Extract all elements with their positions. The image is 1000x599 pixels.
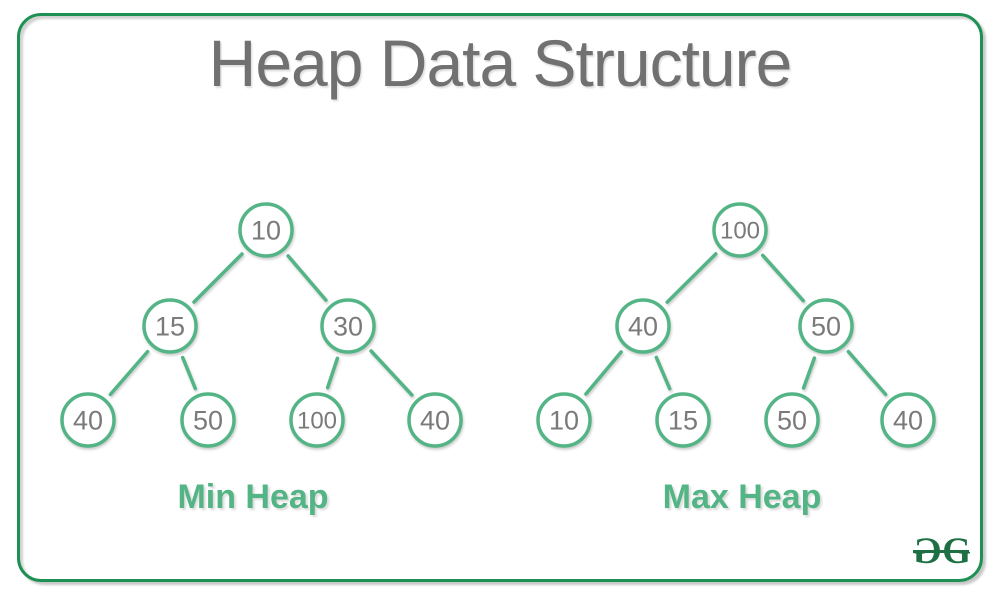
tree-node-value: 50 xyxy=(811,312,841,342)
tree-node-circle xyxy=(880,392,936,448)
tree-node-circle xyxy=(60,392,116,448)
tree-node-circle xyxy=(536,392,592,448)
geeksforgeeks-logo: GG xyxy=(913,531,971,572)
tree-node-value: 30 xyxy=(333,312,363,342)
tree-node-circle xyxy=(180,392,236,448)
tree-node-circle xyxy=(655,392,711,448)
tree-node-circle xyxy=(764,392,820,448)
tree-node-circle xyxy=(615,298,671,354)
tree-node-circle xyxy=(798,298,854,354)
min-heap-label: Min Heap xyxy=(177,478,329,516)
tree-node-value: 15 xyxy=(668,406,698,436)
tree-edge xyxy=(192,252,244,304)
tree-node-value: 15 xyxy=(155,312,185,342)
tree-node-value: 40 xyxy=(73,406,103,436)
tree-node-value: 40 xyxy=(893,406,923,436)
tree-edge xyxy=(325,356,340,390)
tree-node-value: 100 xyxy=(720,218,760,245)
tree-edge xyxy=(760,253,806,303)
page-title: Heap Data Structure xyxy=(208,26,793,100)
max-heap-label: Max Heap xyxy=(662,478,822,516)
outer-border-frame xyxy=(17,13,983,582)
tree-edge xyxy=(369,349,414,397)
tree-edge xyxy=(108,349,150,397)
tree-node-value: 10 xyxy=(251,216,281,246)
tree-node-value: 50 xyxy=(193,406,223,436)
tree-edge xyxy=(846,349,888,397)
tree-edge xyxy=(286,254,328,302)
tree-node-circle xyxy=(142,298,198,354)
tree-node-value: 10 xyxy=(549,406,579,436)
tree-edge xyxy=(654,355,672,391)
tree-node-circle xyxy=(238,202,294,258)
tree-edge xyxy=(801,356,817,390)
tree-node-circle xyxy=(320,298,376,354)
tree-edge xyxy=(665,252,718,304)
tree-node-circle xyxy=(712,202,768,258)
tree-node-value: 40 xyxy=(420,406,450,436)
tree-edge xyxy=(180,355,198,391)
tree-node-circle xyxy=(289,392,345,448)
tree-edge xyxy=(584,350,623,396)
logo-strike-line xyxy=(913,550,969,553)
tree-node-value: 40 xyxy=(628,312,658,342)
tree-node-value: 100 xyxy=(297,408,337,435)
tree-node-circle xyxy=(407,392,463,448)
tree-node-value: 50 xyxy=(777,406,807,436)
